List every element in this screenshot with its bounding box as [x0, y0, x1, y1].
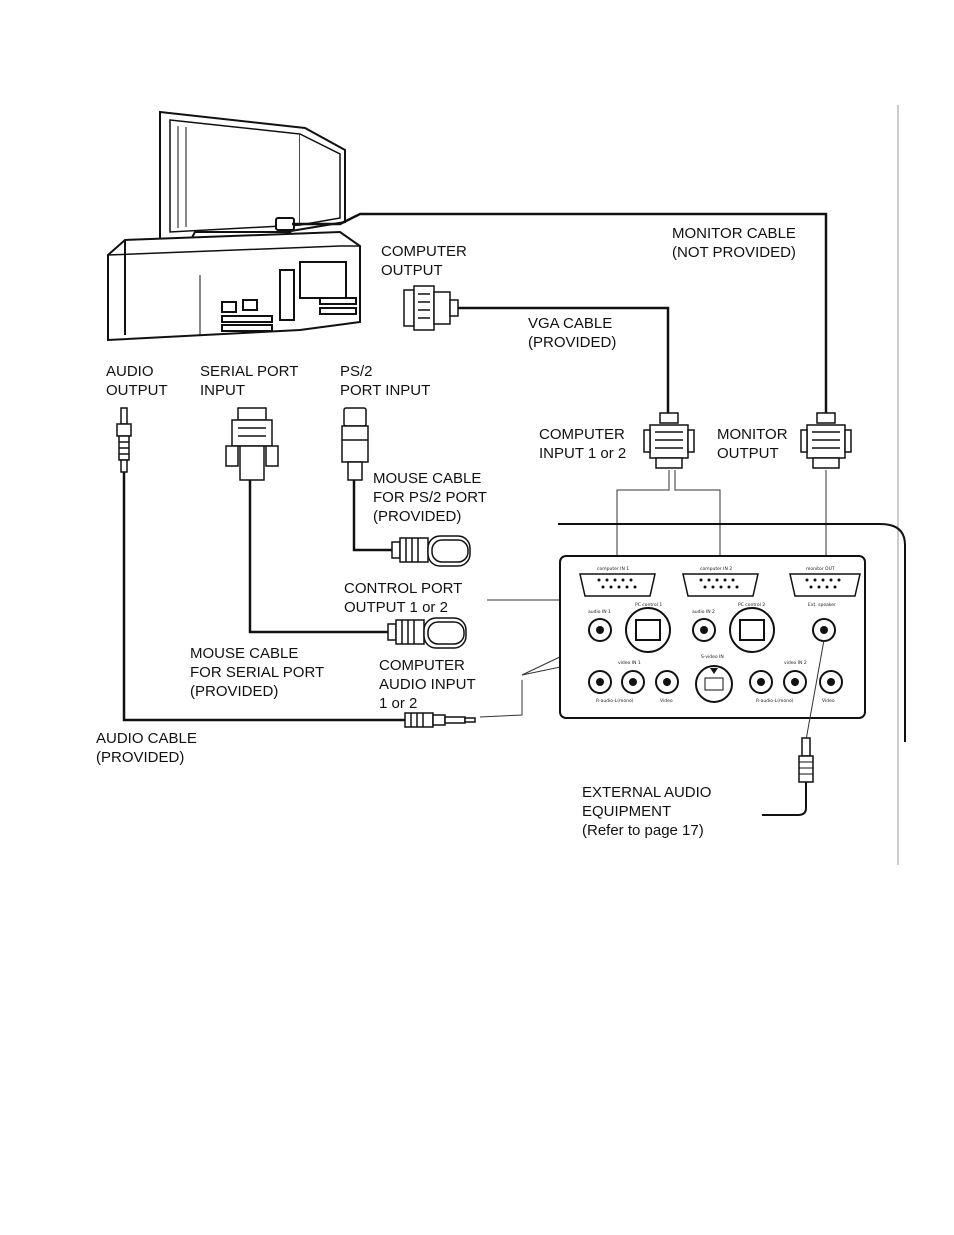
label-monitor-cable: MONITOR CABLE(NOT PROVIDED): [672, 225, 796, 261]
computer-illustration: [107, 110, 361, 342]
panel-label-computer-in-2: computer IN 2: [700, 566, 732, 572]
computer-in-2-port: [682, 573, 759, 597]
vga-connector-monitor-output: [800, 412, 852, 469]
external-audio-cable: [762, 639, 825, 816]
ps2-port-connector: [341, 407, 369, 481]
label-audio-cable: AUDIO CABLE(PROVIDED): [96, 730, 197, 766]
monitor-out-port: [789, 573, 861, 597]
panel-label-s-video-in: S-video IN: [701, 654, 724, 660]
label-vga-cable: VGA CABLE(PROVIDED): [528, 315, 617, 351]
panel-label-audio-in-2: audio IN 2: [692, 609, 715, 615]
mouse-cable-ps2-plug: [391, 535, 471, 567]
panel-label-video-in-1: video IN 1: [618, 660, 641, 666]
panel-label-r-audio-l-1: R-audio-L(mono): [596, 698, 634, 704]
vga-connector-computer-input: [643, 412, 695, 469]
monitor-cable-line: [292, 212, 828, 415]
panel-label-r-audio-l-2: R-audio-L(mono): [756, 698, 794, 704]
terminal-panel: computer IN 1 computer IN 2 monitor OUT …: [559, 555, 866, 719]
audio-cable-jack: [404, 712, 476, 728]
panel-label-video-1: Video: [660, 698, 673, 704]
serial-port-connector: [225, 407, 279, 481]
panel-label-audio-in-1: audio IN 1: [588, 609, 611, 615]
panel-label-monitor-out: monitor OUT: [806, 566, 835, 572]
computer-in-1-port: [579, 573, 656, 597]
mouse-cable-serial-plug: [387, 617, 467, 649]
vga-cable-line: [458, 306, 670, 415]
panel-label-pc-control-1: PC control 1: [635, 602, 662, 608]
panel-label-computer-in-1: computer IN 1: [597, 566, 629, 572]
panel-label-pc-control-2: PC control 2: [738, 602, 765, 608]
panel-label-video-in-2: video IN 2: [784, 660, 807, 666]
left-cables: [122, 470, 405, 722]
panel-label-video-2: Video: [822, 698, 835, 704]
audio-output-plug: [116, 407, 132, 473]
projector-body-outline: [558, 523, 906, 742]
panel-label-ext-speaker: Ext. speaker: [808, 602, 836, 608]
computer-output-connector: [403, 285, 459, 331]
